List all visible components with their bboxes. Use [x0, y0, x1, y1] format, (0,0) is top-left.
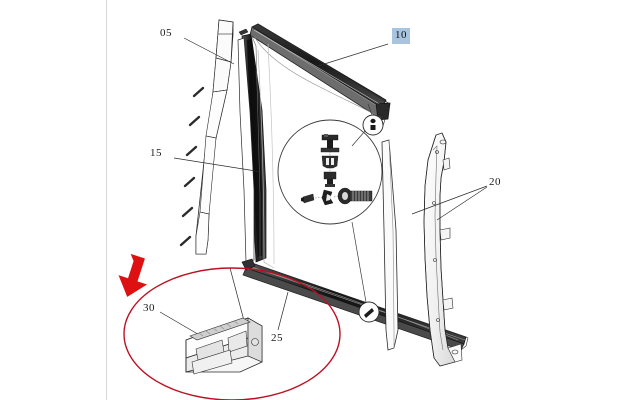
callout-label-25: 25 [271, 332, 283, 344]
detail-marker-upper [351, 103, 384, 147]
part-bracket-panel-20 [423, 132, 463, 367]
callout-label-05: 05 [160, 27, 172, 39]
part-retaining-clip-30 [185, 317, 263, 375]
page-left-rule [106, 0, 107, 400]
detail-clip-middle [321, 155, 339, 169]
belt-molding-guide-line [251, 267, 459, 341]
detail-bolt-assembly [301, 187, 373, 206]
part-right-frame-member [381, 139, 399, 351]
trim-hatch-marks [179, 86, 205, 247]
fastener-detail-circle [277, 119, 383, 225]
part-pillar-trim-05-15 [195, 19, 234, 255]
red-down-right-arrow [118, 253, 148, 297]
callout-label-30: 30 [143, 302, 155, 314]
detail-marker-lower [351, 221, 380, 323]
red-highlight-ellipse [123, 267, 341, 400]
callout-label-20: 20 [489, 176, 501, 188]
detail-nut-lower [323, 171, 337, 187]
part-vertical-pillar-seal [237, 33, 267, 263]
callout-label-15: 15 [150, 147, 162, 159]
door-frame-inner-line [257, 49, 275, 269]
door-frame-inner-line-2 [267, 43, 275, 265]
callout-label-10[interactable]: 10 [392, 28, 410, 44]
weatherstrip-guide-line [253, 35, 382, 119]
small-fastener-top [238, 28, 249, 36]
